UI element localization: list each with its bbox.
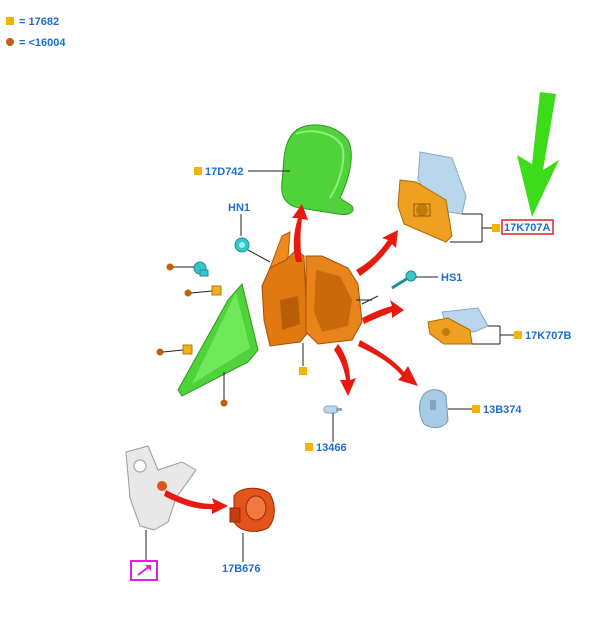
marker-13B374 bbox=[472, 405, 480, 413]
marker-circle-3 bbox=[156, 348, 164, 356]
marker-17K707B bbox=[514, 331, 522, 339]
marker-13466 bbox=[305, 443, 313, 451]
part-13B374-lamp-housing[interactable] bbox=[419, 389, 449, 428]
marker-circle-2 bbox=[184, 289, 192, 297]
label-17D742[interactable]: 17D742 bbox=[205, 166, 244, 178]
label-13B374[interactable]: 13B374 bbox=[483, 404, 522, 416]
leader-fastener-2 bbox=[190, 290, 213, 294]
part-17D742-cover[interactable] bbox=[281, 124, 354, 215]
marker-circle-4 bbox=[220, 399, 228, 407]
fastener-yellow-1[interactable] bbox=[211, 285, 222, 296]
leader-head-right-b bbox=[361, 295, 379, 305]
explode-arrows bbox=[292, 204, 418, 396]
leader-HN1-b bbox=[247, 249, 271, 263]
mirror-head-assembly[interactable] bbox=[261, 231, 363, 347]
part-HS1-screw[interactable] bbox=[391, 270, 417, 290]
marker-head bbox=[299, 367, 307, 375]
part-13466-bulb[interactable] bbox=[323, 405, 342, 414]
legend: = 17682 = <16004 bbox=[6, 16, 66, 49]
marker-17K707A bbox=[492, 224, 500, 232]
part-HN1-clip[interactable] bbox=[234, 237, 250, 253]
green-callout-arrow bbox=[517, 92, 559, 217]
legend-square-text: = 17682 bbox=[19, 16, 59, 28]
marker-17D742 bbox=[194, 167, 202, 175]
label-13466[interactable]: 13466 bbox=[316, 442, 347, 454]
label-17B676[interactable]: 17B676 bbox=[222, 563, 261, 575]
fastener-cyan-left[interactable] bbox=[193, 261, 209, 277]
label-HN1[interactable]: HN1 bbox=[228, 202, 250, 214]
label-HS1[interactable]: HS1 bbox=[441, 272, 462, 284]
part-17K707B-spotter-glass[interactable] bbox=[427, 307, 489, 345]
highlight-box-17K707A bbox=[501, 219, 554, 235]
door-bracket-reference bbox=[125, 445, 197, 531]
label-17K707A[interactable]: 17K707A bbox=[504, 222, 551, 234]
green-mounting-plate[interactable] bbox=[177, 282, 259, 397]
legend-square-marker bbox=[6, 17, 14, 25]
part-17K707A-mirror-glass[interactable] bbox=[397, 151, 467, 243]
part-17B676-puddle-lamp[interactable] bbox=[229, 487, 275, 532]
marker-circle-1 bbox=[166, 263, 174, 271]
fastener-yellow-2[interactable] bbox=[182, 344, 193, 355]
legend-circle-marker bbox=[6, 38, 14, 46]
link-box[interactable] bbox=[130, 560, 158, 581]
explode-arrow-lamp bbox=[164, 490, 228, 514]
arrow-link-icon bbox=[137, 565, 151, 576]
label-17K707B[interactable]: 17K707B bbox=[525, 330, 572, 342]
legend-circle-text: = <16004 bbox=[19, 37, 66, 49]
leader-fastener-3 bbox=[162, 349, 184, 353]
